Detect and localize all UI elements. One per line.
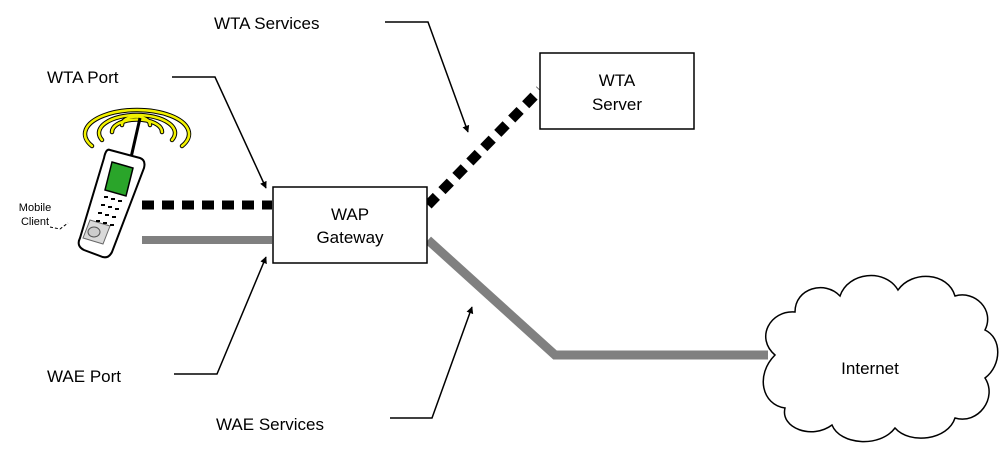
wta-port-label: WTA Port (47, 68, 119, 87)
wta-link-gateway-server (424, 86, 544, 209)
wta-server-label-line2: Server (592, 95, 642, 114)
wta-services-label: WTA Services (214, 14, 319, 33)
wap-gateway-label-line1: WAP (331, 205, 369, 224)
wae-link-gateway-internet (424, 236, 768, 360)
wta-server-box (539, 52, 695, 130)
wta-services-arrow (385, 21, 470, 133)
wae-port-label: WAE Port (47, 367, 121, 386)
mobile-client-label-line2: Client (21, 216, 49, 228)
wta-server-label-line1: WTA (599, 71, 636, 90)
wap-gateway-label-line2: Gateway (316, 228, 384, 247)
mobile-client-label-line1: Mobile (19, 202, 51, 214)
wap-gateway-box (272, 186, 428, 264)
mobile-phone-icon (77, 117, 146, 259)
internet-label: Internet (841, 359, 899, 378)
mobile-client-leader (49, 222, 69, 230)
wae-port-arrow (174, 256, 267, 375)
wae-services-label: WAE Services (216, 415, 324, 434)
wae-services-arrow (390, 306, 474, 419)
cloud-icon (762, 274, 999, 443)
radio-waves-icon (82, 107, 192, 149)
wta-port-arrow (172, 76, 267, 189)
